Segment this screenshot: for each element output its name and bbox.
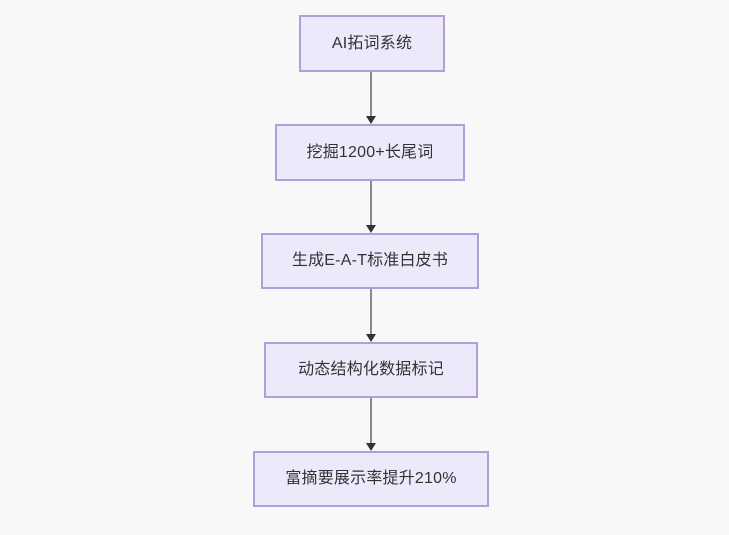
flow-edge-n3-n4 <box>365 289 377 342</box>
flow-node-label: 动态结构化数据标记 <box>298 361 444 379</box>
flow-edge-line <box>370 398 372 443</box>
flow-node-ai-keyword-system[interactable]: AI拓词系统 <box>299 15 445 72</box>
flow-edge-n1-n2 <box>365 72 377 124</box>
flow-node-label: 富摘要展示率提升210% <box>285 470 457 488</box>
flow-node-label: 挖掘1200+长尾词 <box>306 143 434 161</box>
flow-node-label: 生成E-A-T标准白皮书 <box>291 252 449 270</box>
flow-node-label: AI拓词系统 <box>331 34 413 52</box>
arrow-head-icon <box>366 225 376 233</box>
flow-edge-line <box>370 72 372 116</box>
flow-node-generate-eat-whitepaper[interactable]: 生成E-A-T标准白皮书 <box>261 233 479 289</box>
flow-edge-n2-n3 <box>365 181 377 233</box>
flow-edge-n4-n5 <box>365 398 377 451</box>
arrow-head-icon <box>366 334 376 342</box>
flow-edge-line <box>370 181 372 225</box>
arrow-head-icon <box>366 116 376 124</box>
flow-node-dynamic-structured-data-markup[interactable]: 动态结构化数据标记 <box>264 342 478 398</box>
flow-node-rich-snippet-rate-increase[interactable]: 富摘要展示率提升210% <box>253 451 489 507</box>
flow-node-mine-longtail-keywords[interactable]: 挖掘1200+长尾词 <box>275 124 465 181</box>
flow-edge-line <box>370 289 372 334</box>
arrow-head-icon <box>366 443 376 451</box>
